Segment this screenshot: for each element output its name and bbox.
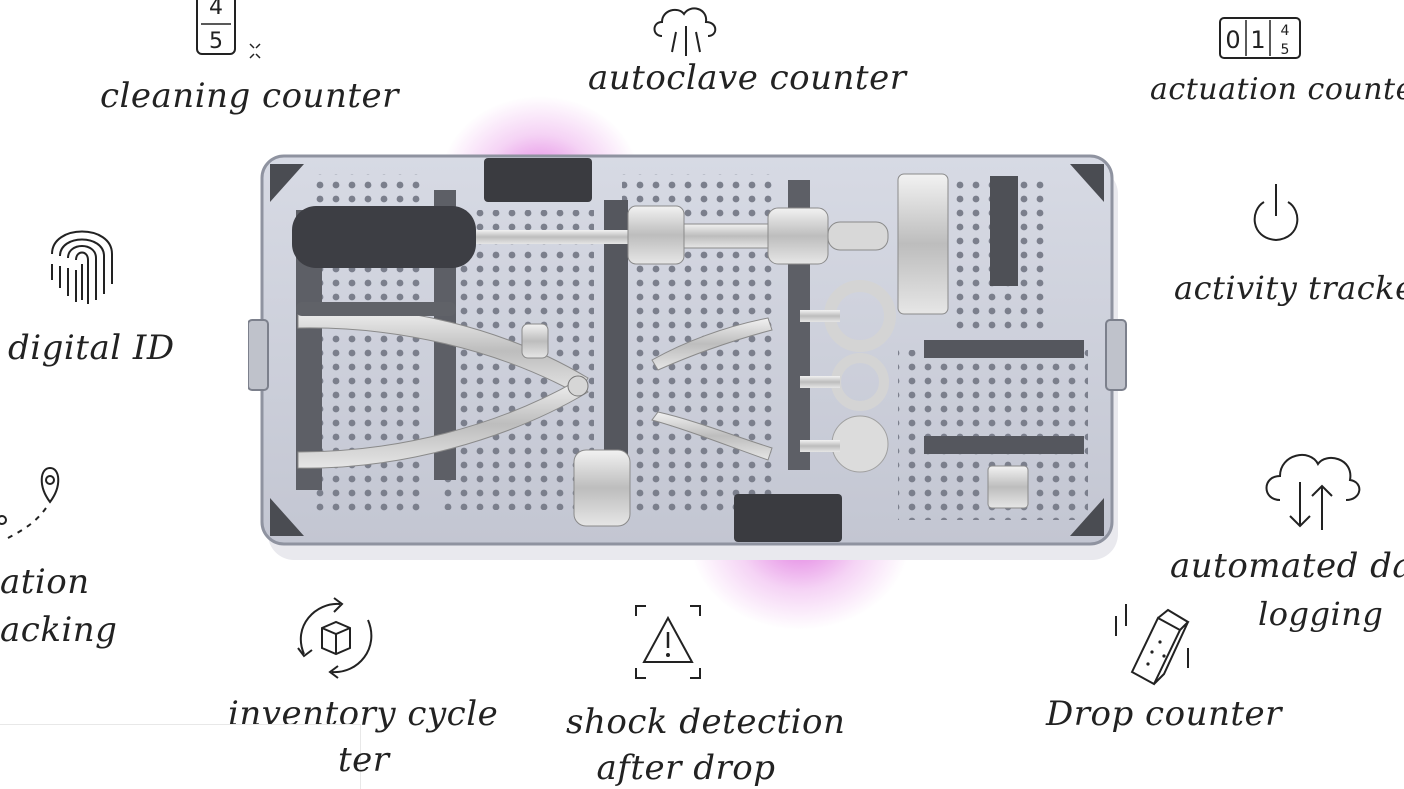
autoclave-counter-label: autoclave counter bbox=[588, 58, 907, 98]
location-tracking-label-line1: ation bbox=[0, 562, 90, 602]
cloud-sync-icon bbox=[1258, 446, 1364, 536]
shock-detection-label-line2: after drop bbox=[596, 748, 776, 788]
warning-triangle-icon bbox=[632, 602, 704, 682]
overlay-box bbox=[0, 724, 361, 789]
actuation-counter-label: actuation counter bbox=[1150, 72, 1404, 107]
shock-detection-label-line1: shock detection bbox=[566, 702, 846, 742]
activity-tracker-label: activity tracker bbox=[1174, 269, 1404, 307]
cloud-steam-icon bbox=[648, 2, 724, 60]
location-pin-icon bbox=[0, 462, 76, 552]
power-icon bbox=[1244, 180, 1308, 252]
inventory-cycle-label-line2: ter bbox=[338, 740, 390, 780]
falling-block-icon bbox=[1108, 596, 1198, 688]
counter-digit: 4 bbox=[209, 0, 223, 20]
digital-id-label: digital ID bbox=[8, 328, 175, 368]
automated-logging-label-line2: logging bbox=[1258, 595, 1384, 633]
digit-counter-icon: 0 1 4 5 bbox=[1218, 16, 1304, 62]
location-tracking-label-line2: acking bbox=[0, 610, 118, 650]
counter-digit: 5 bbox=[1281, 42, 1290, 58]
cleaning-counter-label: cleaning counter bbox=[100, 76, 399, 116]
counter-digit: 0 bbox=[1225, 26, 1240, 54]
instrument-tray bbox=[247, 150, 1128, 560]
counter-digit: 4 bbox=[1281, 23, 1290, 39]
counter-digits-icon: 4 5 bbox=[194, 0, 274, 64]
automated-logging-label-line1: automated da bbox=[1170, 546, 1404, 586]
drop-counter-label: Drop counter bbox=[1046, 694, 1282, 734]
fingerprint-icon bbox=[42, 214, 122, 308]
counter-digit: 5 bbox=[209, 29, 223, 54]
counter-digit: 1 bbox=[1250, 26, 1265, 54]
cycle-box-icon bbox=[288, 596, 384, 680]
